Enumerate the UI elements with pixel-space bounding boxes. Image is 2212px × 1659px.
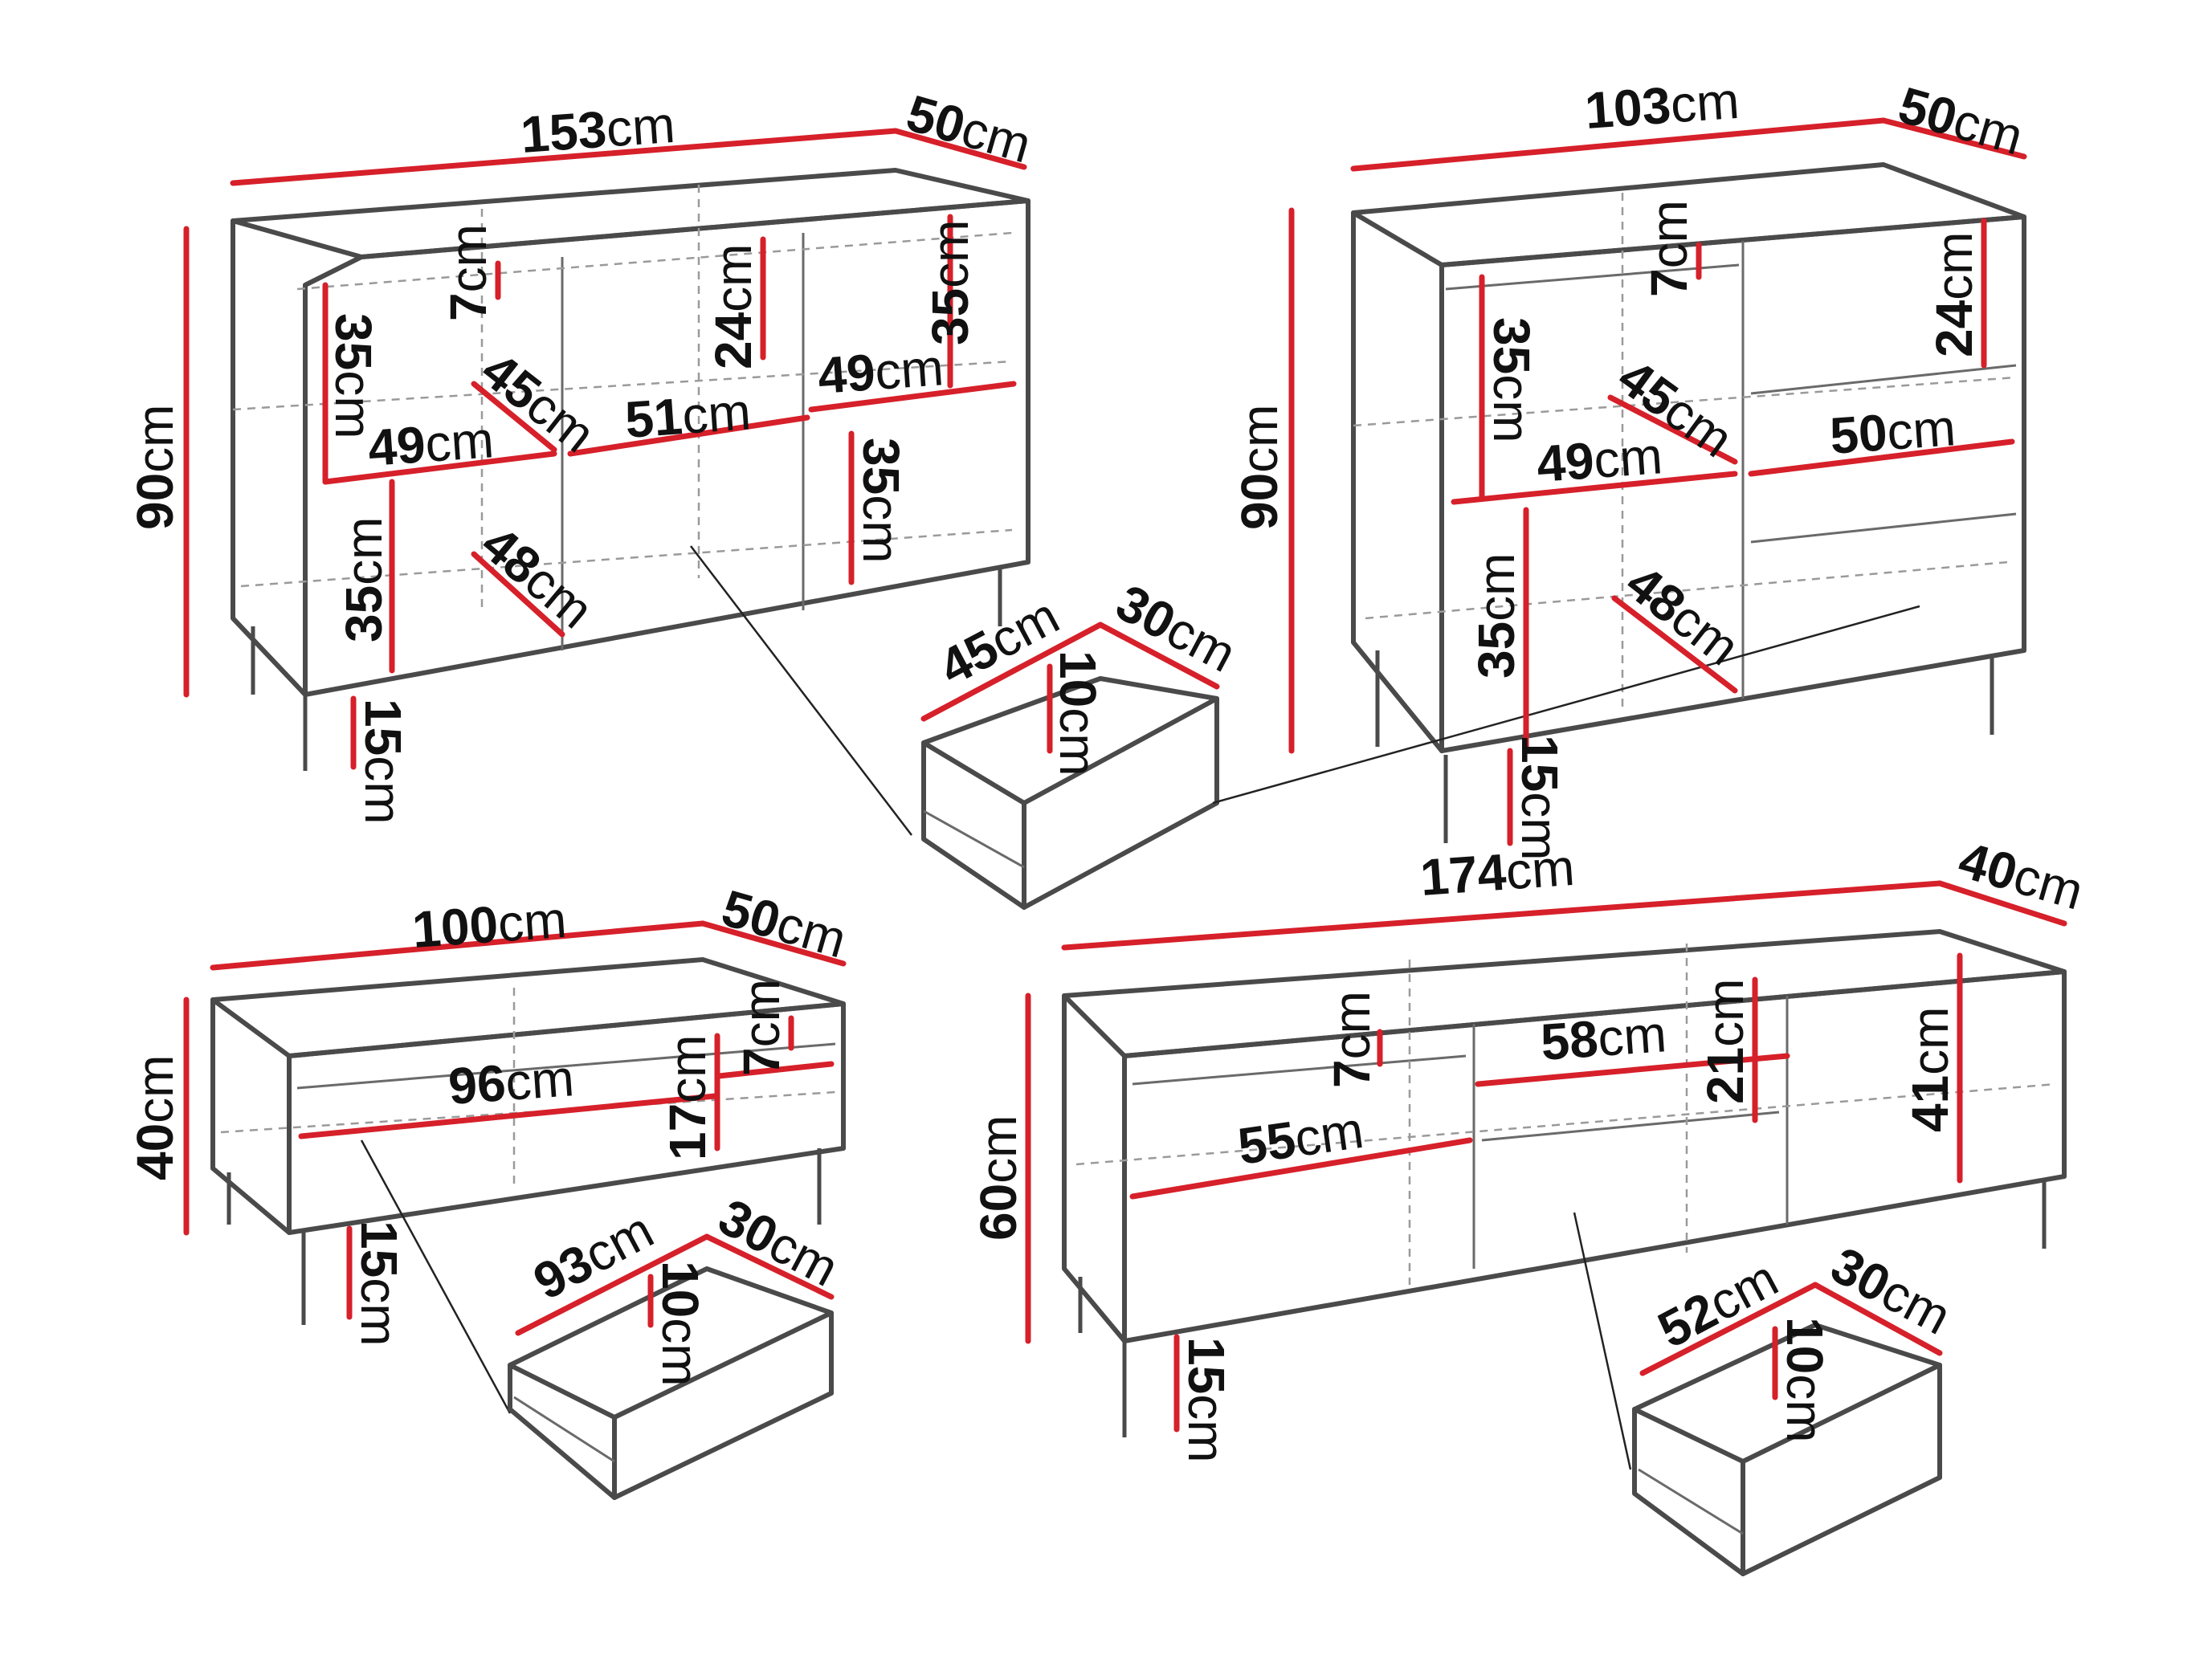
svg-text:49cm: 49cm <box>366 410 496 477</box>
svg-text:7cm: 7cm <box>1323 991 1381 1088</box>
tv-unit-large-drawing <box>1062 929 2067 1470</box>
svg-text:96cm: 96cm <box>447 1049 576 1115</box>
svg-text:174cm: 174cm <box>1418 838 1577 907</box>
svg-text:17cm: 17cm <box>659 1035 716 1161</box>
svg-text:15cm: 15cm <box>354 699 412 825</box>
svg-text:55cm: 55cm <box>1235 1101 1367 1176</box>
svg-text:153cm: 153cm <box>519 96 677 164</box>
svg-text:51cm: 51cm <box>623 382 753 449</box>
drawer-d-drawing: 52cm 30cm 10cm <box>1632 1236 1960 1576</box>
svg-text:41cm: 41cm <box>1901 1007 1959 1133</box>
svg-text:90cm: 90cm <box>126 405 184 531</box>
dim-line-a-width <box>230 128 899 186</box>
dim-line-a-depth <box>892 128 1027 170</box>
tv-unit-small-dimensions <box>183 920 847 1320</box>
cabinet-b-drawing <box>1212 162 2026 843</box>
svg-text:35cm: 35cm <box>1467 553 1525 679</box>
svg-text:35cm: 35cm <box>335 517 393 643</box>
tv-unit-small-drawing <box>210 957 846 1414</box>
svg-text:100cm: 100cm <box>410 891 569 959</box>
svg-text:35cm: 35cm <box>324 313 382 439</box>
tv-unit-small-labels: 100cm 50cm 40cm 15cm 96cm 7cm 17cm <box>126 878 852 1346</box>
svg-text:35cm: 35cm <box>852 438 910 564</box>
cabinet-b-dimensions <box>1288 117 2027 846</box>
cabinet-a-labels: 153cm 50cm 90cm 15cm 7cm 35cm 49cm 45cm … <box>126 84 1037 824</box>
svg-text:40cm: 40cm <box>126 1055 184 1181</box>
cabinet-a-drawing <box>231 168 1030 836</box>
svg-text:90cm: 90cm <box>1230 405 1288 531</box>
cabinet-a-dimensions <box>183 128 1027 770</box>
svg-text:58cm: 58cm <box>1539 1005 1668 1071</box>
svg-text:21cm: 21cm <box>1696 979 1754 1105</box>
svg-text:52cm: 52cm <box>1649 1249 1787 1359</box>
tv-unit-large-dimensions <box>1025 880 2067 1433</box>
svg-text:15cm: 15cm <box>350 1221 408 1347</box>
svg-text:49cm: 49cm <box>816 338 945 405</box>
svg-text:48cm: 48cm <box>471 515 604 640</box>
svg-text:35cm: 35cm <box>1483 317 1541 443</box>
svg-text:49cm: 49cm <box>1535 426 1664 493</box>
svg-text:10cm: 10cm <box>1776 1317 1834 1443</box>
drawer-c-drawing: 93cm 30cm 10cm <box>508 1188 847 1500</box>
svg-text:10cm: 10cm <box>1049 650 1107 777</box>
drawer-a-drawing: 45cm 30cm 10cm <box>920 573 1245 910</box>
svg-text:50cm: 50cm <box>1828 398 1957 465</box>
svg-text:50cm: 50cm <box>716 878 852 968</box>
svg-text:7cm: 7cm <box>439 224 497 321</box>
svg-text:50cm: 50cm <box>900 84 1037 173</box>
svg-text:15cm: 15cm <box>1511 735 1569 861</box>
svg-text:35cm: 35cm <box>921 220 979 346</box>
svg-text:103cm: 103cm <box>1583 71 1741 140</box>
svg-text:10cm: 10cm <box>651 1261 709 1387</box>
svg-text:60cm: 60cm <box>969 1115 1027 1241</box>
svg-text:15cm: 15cm <box>1177 1337 1235 1463</box>
svg-text:24cm: 24cm <box>1925 232 1983 358</box>
svg-text:7cm: 7cm <box>1640 200 1698 297</box>
svg-text:50cm: 50cm <box>1892 75 2029 165</box>
svg-text:30cm: 30cm <box>709 1188 847 1298</box>
svg-text:24cm: 24cm <box>704 244 762 370</box>
svg-text:7cm: 7cm <box>733 979 790 1076</box>
tv-unit-large-labels: 174cm 40cm 60cm 15cm 7cm 58cm 21cm 41cm … <box>969 830 2089 1462</box>
